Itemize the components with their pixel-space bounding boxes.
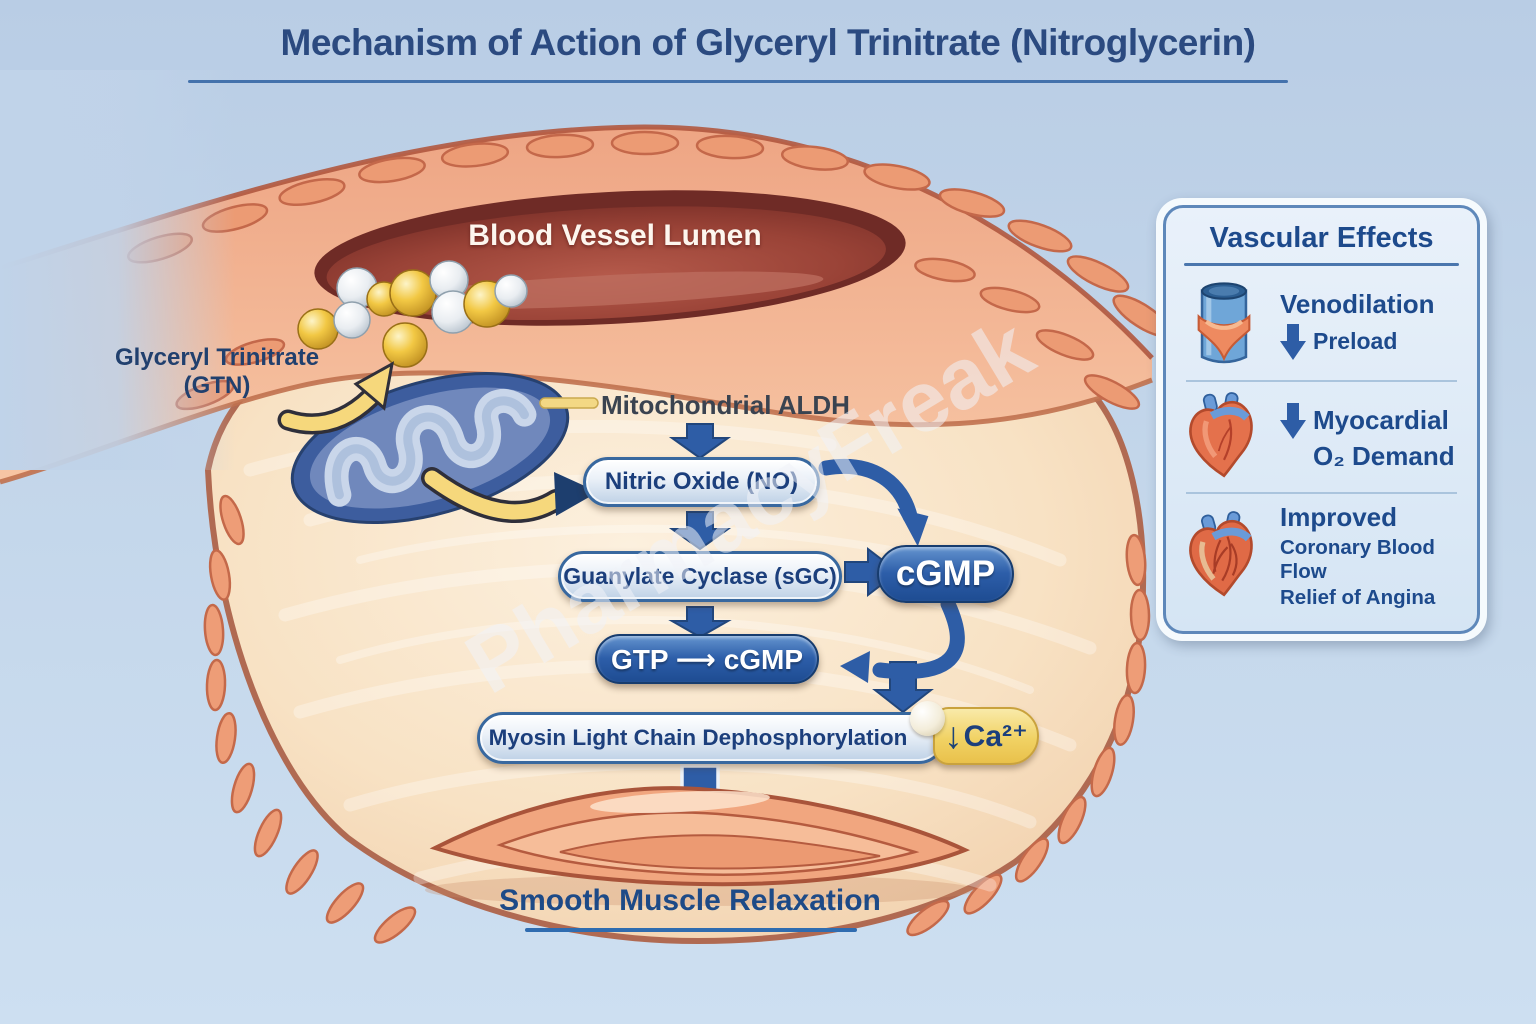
heart-icon <box>1189 392 1253 478</box>
gtn-molecules <box>297 260 528 368</box>
vascular-effects-panel: Vascular Effects Venodilation <box>1156 198 1487 641</box>
nitric-oxide-node: Nitric Oxide (NO) <box>583 457 820 507</box>
outcome-underline <box>525 928 857 932</box>
calcium-label: Ca²⁺ <box>963 719 1028 753</box>
left-fade <box>0 70 235 470</box>
outcome-label: Smooth Muscle Relaxation <box>499 884 881 917</box>
down-arrow-icon <box>1280 323 1306 360</box>
aldh-label: Mitochondrial ALDH <box>601 390 850 420</box>
aldh-pointer-line <box>539 397 599 409</box>
down-arrow-icon <box>1280 402 1306 439</box>
curved-arrows <box>818 459 965 683</box>
title-underline <box>188 80 1288 83</box>
calcium-badge: ↓ Ca²⁺ <box>933 707 1039 765</box>
lumen-label: Blood Vessel Lumen <box>468 219 762 252</box>
gtn-label-line2: (GTN) <box>183 371 251 399</box>
heart-icon <box>1189 511 1253 597</box>
panel-title: Vascular Effects <box>1209 222 1434 254</box>
improved-label: Improved <box>1280 502 1398 532</box>
panel-item-venodilation: Venodilation Preload <box>1180 268 1463 380</box>
venodilation-label: Venodilation <box>1280 288 1435 319</box>
down-arrow-glyph: ↓ <box>944 715 963 756</box>
gtn-label: Glyceryl Trinitrate (GTN) <box>92 344 342 399</box>
phosphate-sphere <box>910 701 945 736</box>
coronary-flow-label: Coronary Blood Flow <box>1280 536 1435 583</box>
angina-relief-label: Relief of Angina <box>1280 586 1436 609</box>
mito-to-no-arrow <box>421 467 598 523</box>
myosin-node: Myosin Light Chain Dephosphorylation <box>477 712 945 764</box>
guanylate-cyclase-node: Guanylate Cyclase (sGC) <box>558 551 842 602</box>
membrane-cells <box>203 494 1151 944</box>
panel-item-myocardial: Myocardial O₂ Demand <box>1180 382 1463 492</box>
muscle-fiber-illustration <box>425 786 975 906</box>
panel-title-rule <box>1184 263 1459 266</box>
page-title: Mechanism of Action of Glyceryl Trinitra… <box>280 22 1257 63</box>
panel-divider <box>1186 380 1457 382</box>
panel-divider <box>1186 492 1457 494</box>
gtn-label-line1: Glyceryl Trinitrate <box>114 344 320 371</box>
cgmp-node: cGMP <box>877 545 1014 603</box>
preload-label: Preload <box>1313 328 1398 354</box>
myocardial-label: Myocardial <box>1313 405 1449 435</box>
panel-item-coronary: Improved Coronary Blood Flow Relief of A… <box>1180 494 1463 618</box>
gtp-cgmp-node: GTP ⟶ cGMP <box>595 634 819 684</box>
o2-demand-label: O₂ Demand <box>1313 440 1455 471</box>
vein-icon <box>1197 282 1251 364</box>
gtn-entry-arrow <box>277 361 395 435</box>
